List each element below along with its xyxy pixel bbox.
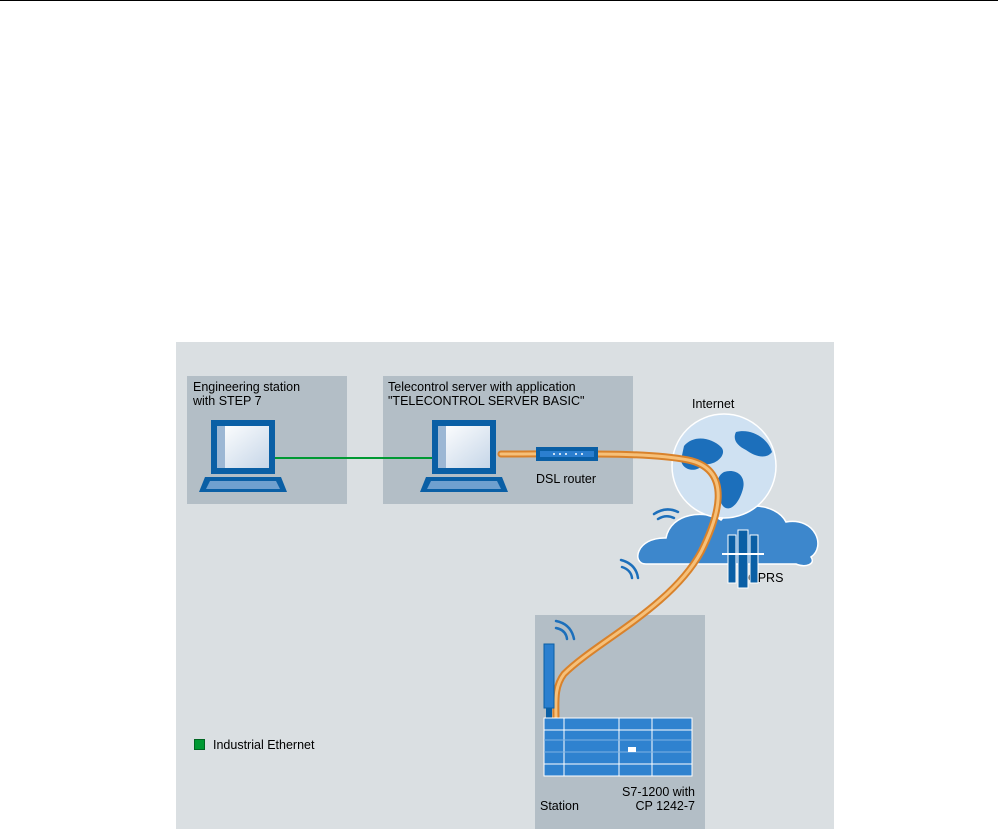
wireless-icon-cloud-top — [652, 508, 680, 521]
engineering-pc-icon — [199, 420, 287, 492]
wan-cable-inner — [499, 452, 720, 722]
internet-globe-icon — [671, 413, 777, 519]
wireless-icon-station — [554, 619, 576, 641]
telecontrol-server-pc-icon — [420, 420, 508, 492]
internet-label: Internet — [692, 397, 735, 411]
telecontrol-server-label-line1: Telecontrol server with application — [388, 380, 576, 394]
plc-label-line2: CP 1242-7 — [635, 799, 695, 813]
gprs-mast-icon — [722, 529, 764, 589]
telecontrol-server-label-line2: "TELECONTROL SERVER BASIC" — [388, 394, 585, 408]
page-top-rule — [0, 0, 998, 1]
diagram-graphics — [199, 413, 819, 777]
plc-label-line1: S7-1200 with — [622, 785, 695, 799]
industrial-ethernet-legend-swatch — [194, 739, 205, 750]
dsl-router-icon — [536, 447, 598, 461]
dsl-router-label: DSL router — [536, 472, 596, 486]
station-label: Station — [540, 799, 579, 813]
network-diagram: Engineering station with STEP 7 Telecont… — [176, 342, 834, 829]
engineering-station-label-line2: with STEP 7 — [193, 394, 262, 408]
industrial-ethernet-legend-label: Industrial Ethernet — [213, 738, 315, 752]
engineering-station-label-line1: Engineering station — [193, 380, 301, 394]
wireless-icon-cloud-left — [619, 558, 640, 580]
antenna-icon — [543, 643, 555, 718]
s7-1200-plc-icon — [543, 717, 693, 777]
